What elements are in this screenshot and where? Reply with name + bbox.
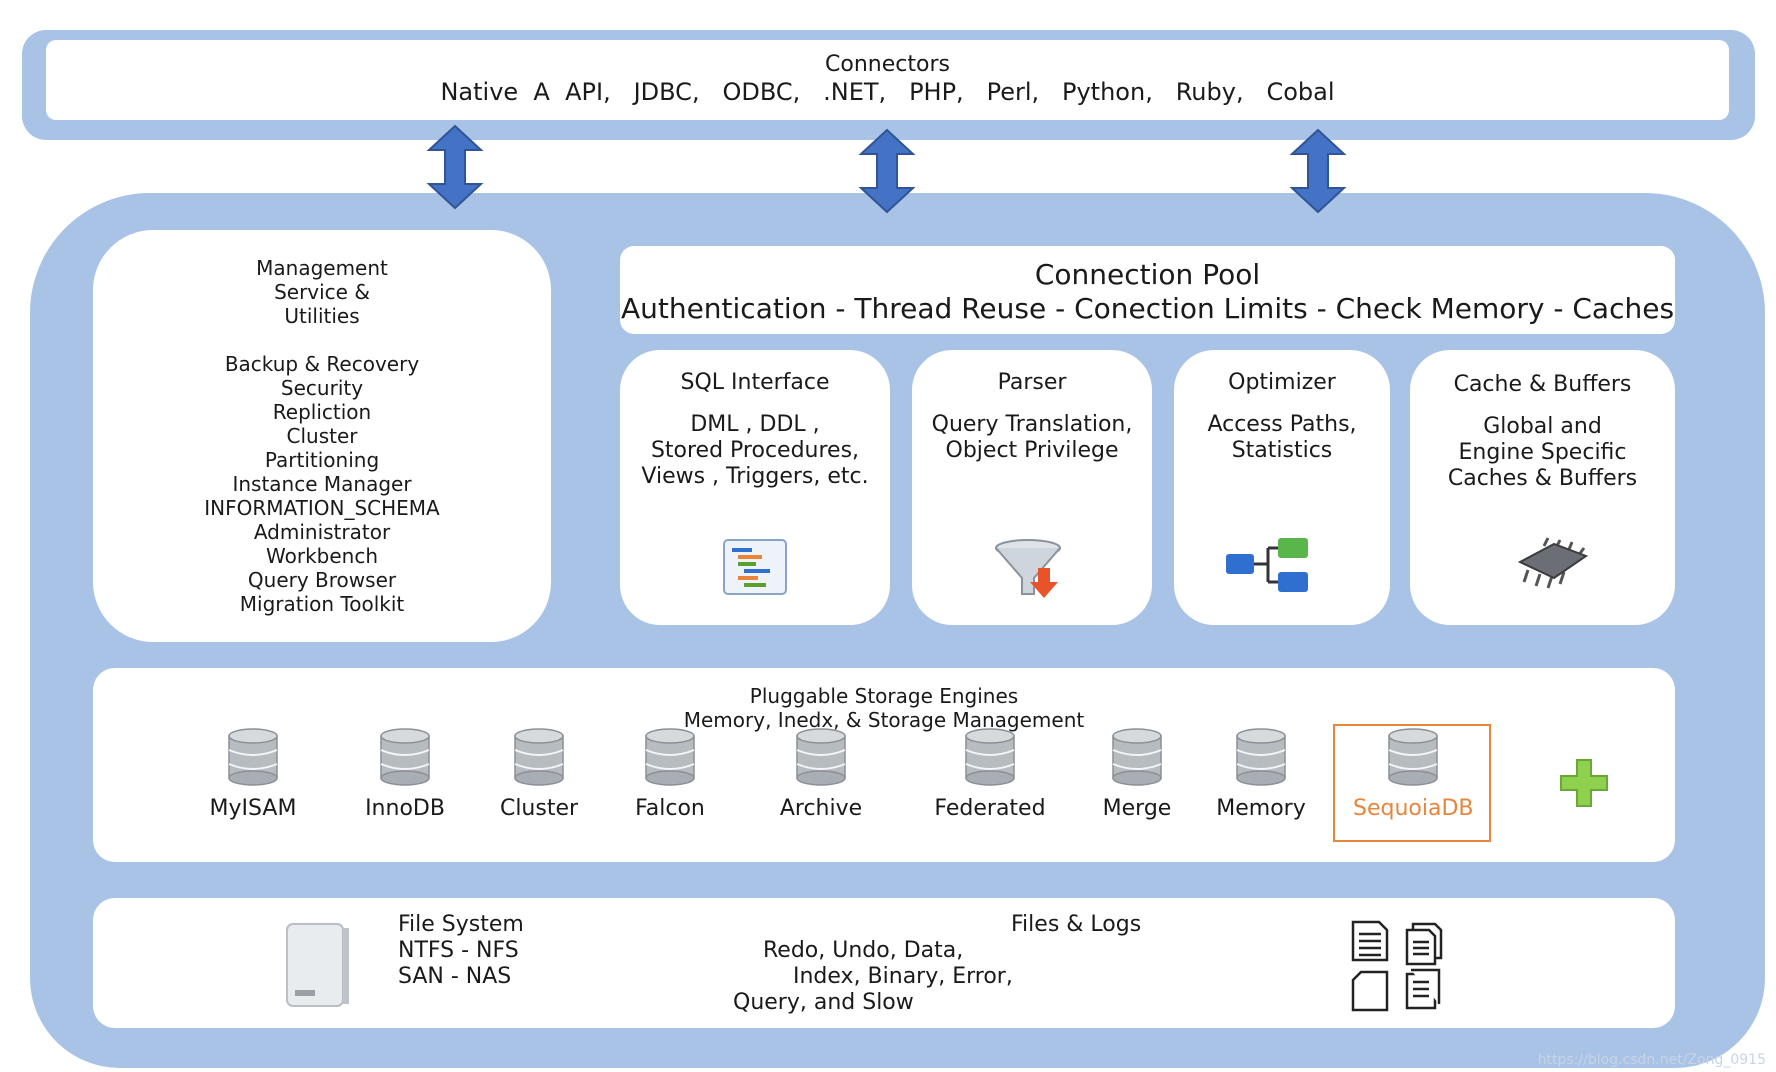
database-icon xyxy=(228,728,278,786)
engine-label: Cluster xyxy=(499,796,579,821)
management-item xyxy=(93,328,551,352)
engine-label: SequoiaDB xyxy=(1353,796,1474,821)
management-item: Security xyxy=(280,376,364,400)
sql-interface-card: SQL Interface DML , DDL , Stored Procedu… xyxy=(620,350,890,625)
connection-pool-panel: Connection Pool Authentication - Thread … xyxy=(620,246,1675,334)
database-icon xyxy=(965,728,1015,786)
filesystem-line: NTFS - NFS xyxy=(398,938,519,963)
storage-title: Pluggable Storage Engines xyxy=(749,684,1019,708)
sql-interface-line: DML , DDL , xyxy=(690,412,820,437)
cache-title: Cache & Buffers xyxy=(1453,372,1632,397)
storage-engines-panel: Pluggable Storage Engines Memory, Inedx,… xyxy=(93,668,1675,862)
filesystem-line: File System xyxy=(398,912,524,937)
engine-archive: Archive xyxy=(761,728,881,821)
engine-myisam: MyISAM xyxy=(193,728,313,821)
engine-label: Memory xyxy=(1216,796,1306,821)
engine-label: Archive xyxy=(779,796,863,821)
storage-subtitle: Memory, Inedx, & Storage Management xyxy=(683,708,1085,732)
optimizer-line: Access Paths, xyxy=(1207,412,1357,437)
optimizer-title: Optimizer xyxy=(1228,370,1336,395)
database-icon xyxy=(796,728,846,786)
optimizer-card: Optimizer Access Paths, Statistics xyxy=(1174,350,1390,625)
management-item: Migration Toolkit xyxy=(239,592,405,616)
cache-line: Caches & Buffers xyxy=(1447,466,1638,491)
engine-sequoiadb: SequoiaDB xyxy=(1353,728,1474,821)
double-arrow-icon xyxy=(858,128,916,214)
parser-title: Parser xyxy=(997,370,1067,395)
parser-card: Parser Query Translation, Object Privile… xyxy=(912,350,1152,625)
management-item: INFORMATION_SCHEMA xyxy=(204,496,440,520)
sql-interface-title: SQL Interface xyxy=(680,370,830,395)
document-icons xyxy=(1351,920,1443,1012)
database-icon xyxy=(1236,728,1286,786)
cache-buffers-card: Cache & Buffers Global and Engine Specif… xyxy=(1410,350,1675,625)
management-item: Repliction xyxy=(272,400,372,424)
management-item: Partitioning xyxy=(264,448,380,472)
connection-pool-subtitle: Authentication - Thread Reuse - Conectio… xyxy=(620,292,1675,325)
parser-line: Object Privilege xyxy=(945,438,1119,463)
management-item: Cluster xyxy=(286,424,358,448)
database-icon xyxy=(514,728,564,786)
engine-memory: Memory xyxy=(1201,728,1321,821)
management-item: Utilities xyxy=(284,304,360,328)
engine-merge: Merge xyxy=(1077,728,1197,821)
database-icon xyxy=(645,728,695,786)
sql-interface-line: Stored Procedures, xyxy=(650,438,860,463)
management-item: Query Browser xyxy=(247,568,397,592)
parser-line: Query Translation, xyxy=(931,412,1133,437)
cache-line: Global and xyxy=(1483,414,1602,439)
engine-falcon: Falcon xyxy=(610,728,730,821)
management-item: Instance Manager xyxy=(232,472,412,496)
connectors-list: Native A API, JDBC, ODBC, .NET, PHP, Per… xyxy=(440,78,1335,106)
files-logs-line: Index, Binary, Error, xyxy=(793,964,1013,989)
engine-label: MyISAM xyxy=(209,796,297,821)
engine-label: Federated xyxy=(934,796,1046,821)
filesystem-line: SAN - NAS xyxy=(398,964,512,989)
management-item: Workbench xyxy=(266,544,378,568)
engine-innodb: InnoDB xyxy=(345,728,465,821)
engine-label: Falcon xyxy=(635,796,705,821)
engine-label: InnoDB xyxy=(365,796,445,821)
sql-interface-line: Views , Triggers, etc. xyxy=(641,464,869,489)
database-icon xyxy=(380,728,430,786)
sequoiadb-highlight xyxy=(1333,724,1491,842)
plus-icon xyxy=(1560,759,1608,807)
files-logs-title: Files & Logs xyxy=(1011,912,1142,937)
double-arrow-icon xyxy=(426,124,484,210)
management-item: Administrator xyxy=(253,520,391,544)
management-item: Service & xyxy=(274,280,370,304)
engine-cluster: Cluster xyxy=(479,728,599,821)
engine-label: Merge xyxy=(1102,796,1172,821)
hard-drive-icon xyxy=(286,923,349,1007)
tree-list-icon xyxy=(723,539,787,595)
watermark: https://blog.csdn.net/Zong_0915 xyxy=(1537,1052,1766,1068)
files-panel: File System NTFS - NFS SAN - NAS Files &… xyxy=(93,898,1675,1028)
connectors-box: Connectors Native A API, JDBC, ODBC, .NE… xyxy=(46,40,1729,120)
management-item: Management xyxy=(256,256,388,280)
connectors-title: Connectors xyxy=(825,52,950,77)
cache-line: Engine Specific xyxy=(1458,440,1627,465)
files-logs-line: Redo, Undo, Data, xyxy=(763,938,964,963)
engine-federated: Federated xyxy=(930,728,1050,821)
database-icon xyxy=(1388,728,1438,786)
hierarchy-icon xyxy=(1226,538,1308,592)
database-icon xyxy=(1112,728,1162,786)
files-logs-line: Query, and Slow xyxy=(733,990,914,1015)
management-item: Backup & Recovery xyxy=(224,352,420,376)
connection-pool-title: Connection Pool xyxy=(1034,258,1261,291)
memory-chip-icon xyxy=(1517,537,1589,589)
funnel-icon xyxy=(995,539,1061,598)
optimizer-line: Statistics xyxy=(1231,438,1333,463)
double-arrow-icon xyxy=(1289,128,1347,214)
